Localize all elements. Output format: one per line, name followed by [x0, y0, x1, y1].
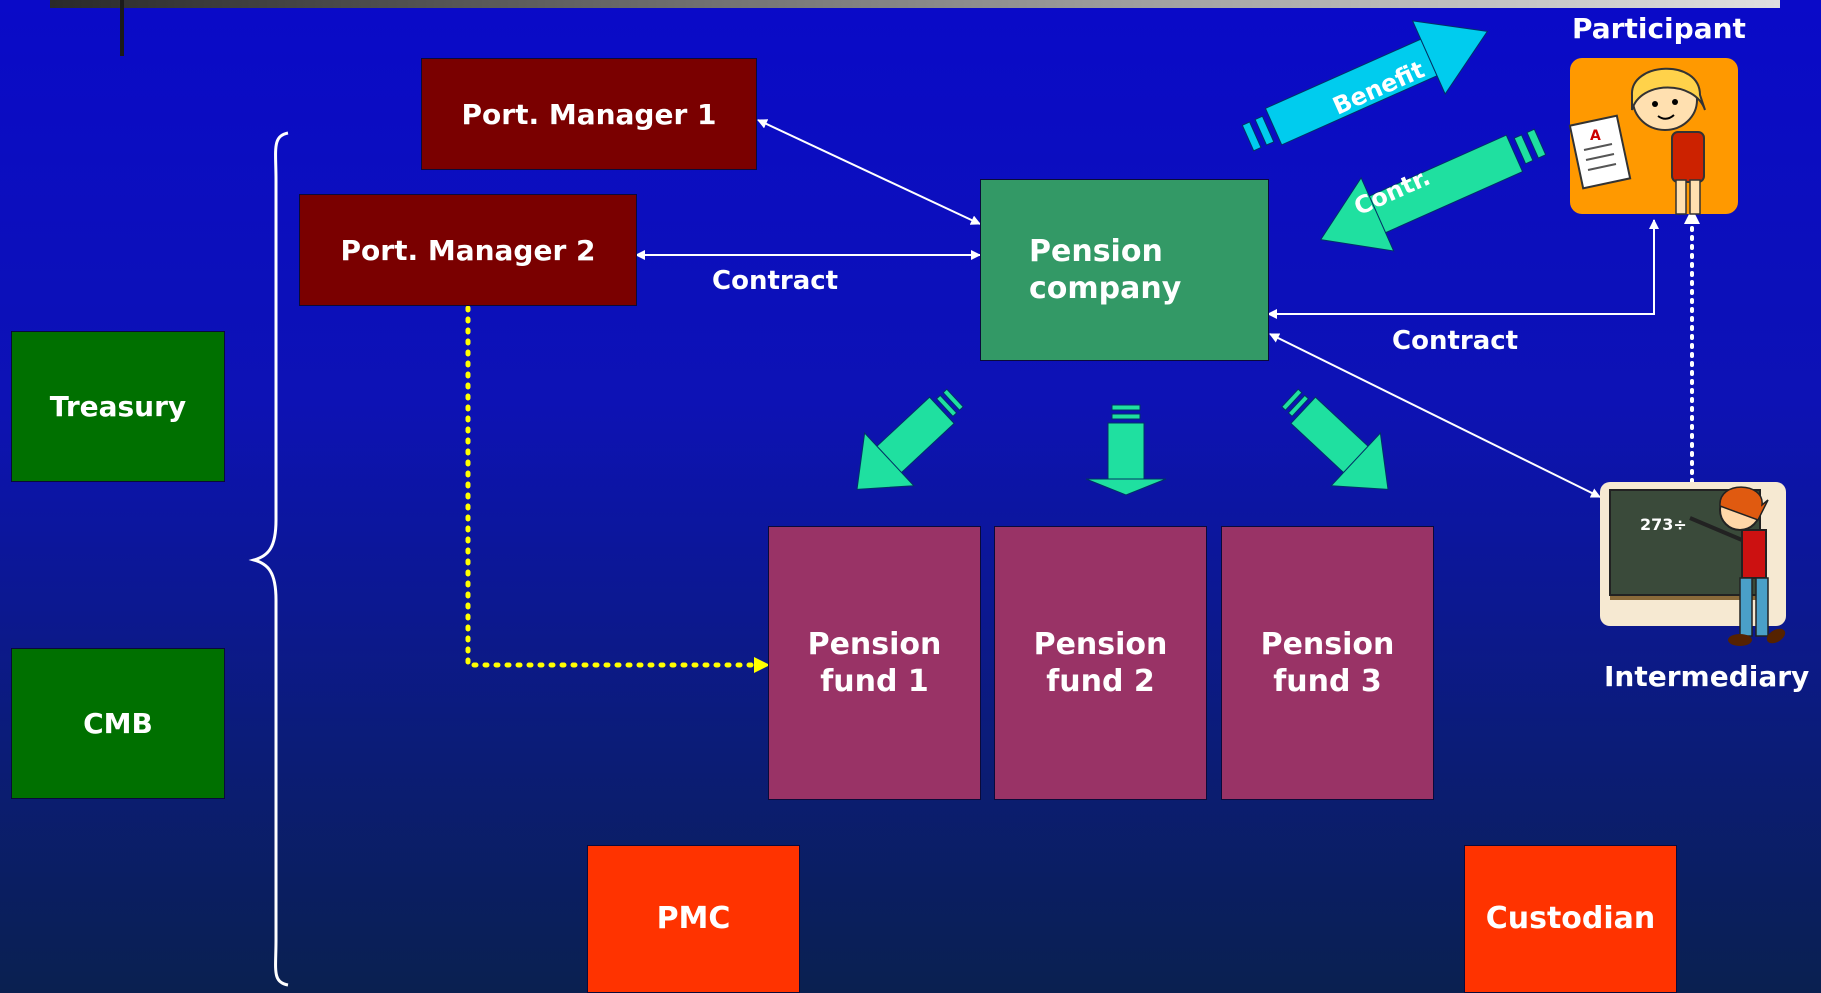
grouping-brace [248, 131, 289, 987]
top-decorative-bar [50, 0, 1780, 8]
contract-label-left: Contract [712, 266, 839, 296]
port-manager-1-label: Port. Manager 1 [461, 97, 717, 131]
contribution-arrow [1319, 128, 1547, 252]
company-fund3-arrow [1281, 388, 1389, 490]
pm2-fund1-dotted-link [465, 305, 771, 673]
company-participant-contract [1267, 219, 1659, 319]
port-manager-1-box: Port. Manager 1 [421, 58, 757, 170]
intermediary-label: Intermediary [1604, 660, 1810, 693]
benefit-arrow [1241, 20, 1489, 152]
svg-text:A: A [1590, 128, 1601, 144]
pension-fund-1-box: Pension fund 1 [768, 526, 981, 800]
custodian-label: Custodian [1485, 901, 1656, 937]
pension-fund-2-box: Pension fund 2 [994, 526, 1207, 800]
dotted-arrowhead [1684, 208, 1700, 224]
pension-fund-3-label: Pension fund 3 [1260, 626, 1395, 700]
custodian-box: Custodian [1464, 845, 1677, 993]
pmc-box: PMC [587, 845, 800, 993]
company-fund1-arrow [856, 388, 964, 490]
pmc-label: PMC [656, 901, 731, 937]
top-bar-stub [120, 0, 124, 56]
port-manager-2-box: Port. Manager 2 [299, 194, 637, 306]
contract-label-right: Contract [1392, 326, 1519, 356]
svg-text:273÷: 273÷ [1640, 515, 1687, 534]
teacher-at-blackboard-icon: 273÷ [1600, 482, 1786, 646]
pension-fund-3-box: Pension fund 3 [1221, 526, 1434, 800]
company-intermediary-link [1269, 333, 1601, 498]
treasury-box: Treasury [11, 331, 225, 482]
cmb-box: CMB [11, 648, 225, 799]
pension-company-box: Pension company [980, 179, 1269, 361]
pension-company-label: Pension company [1029, 233, 1182, 307]
treasury-label: Treasury [49, 390, 187, 423]
pension-fund-2-label: Pension fund 2 [1033, 626, 1168, 700]
port-manager-2-label: Port. Manager 2 [340, 233, 596, 267]
pm1-company-link [757, 119, 981, 225]
pension-fund-1-label: Pension fund 1 [807, 626, 942, 700]
cmb-label: CMB [83, 707, 153, 740]
company-fund2-arrow [1085, 404, 1167, 496]
participant-girl-with-report-icon: A [1568, 58, 1738, 215]
participant-label: Participant [1572, 12, 1746, 45]
